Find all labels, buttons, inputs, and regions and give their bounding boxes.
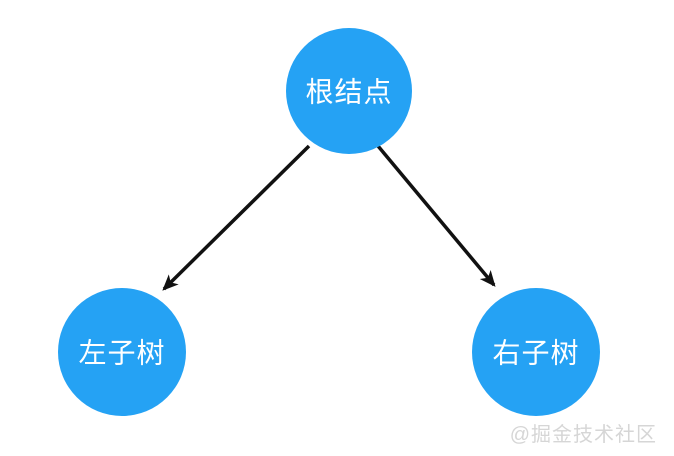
node-right-subtree-label: 右子树: [492, 338, 579, 369]
node-root-circle: [286, 28, 412, 154]
node-root-label: 根结点: [305, 77, 392, 108]
edge-root-to-right: [376, 144, 496, 287]
node-right-subtree: 右子树: [472, 288, 600, 416]
node-right-subtree-circle: [472, 288, 600, 416]
node-left-subtree-circle: [58, 288, 186, 416]
node-left-subtree-label: 左子树: [78, 338, 165, 369]
edge-root-to-left: [162, 144, 311, 291]
watermark: @掘金技术社区: [510, 423, 657, 446]
node-left-subtree: 左子树: [58, 288, 186, 416]
node-root: 根结点: [286, 28, 412, 154]
